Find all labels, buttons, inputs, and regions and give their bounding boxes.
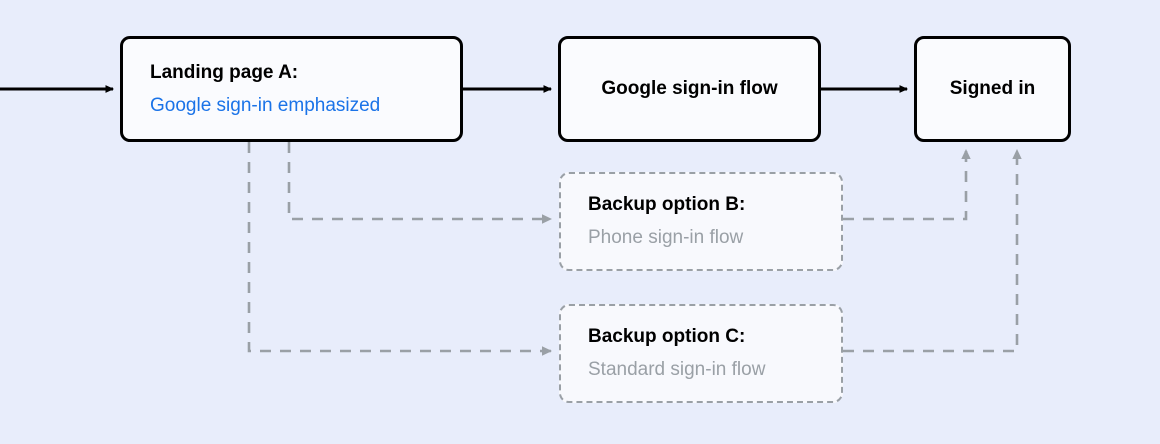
node-backup-option-b-title: Backup option B: (588, 194, 746, 216)
node-signed-in-label: Signed in (949, 78, 1036, 99)
node-google-sign-in-flow-label: Google sign-in flow (601, 78, 778, 99)
node-landing-page-a-title: Landing page A: (150, 61, 299, 83)
edge-backup-b-to-signed-in (843, 149, 971, 221)
node-signed-in[interactable]: Signed in (914, 36, 1071, 142)
node-landing-page-a[interactable]: Landing page A: Google sign-in emphasize… (120, 36, 463, 142)
edge-landing-a-to-backup-b (287, 142, 552, 224)
node-backup-option-b[interactable]: Backup option B: Phone sign-in flow (559, 172, 843, 271)
node-landing-page-a-subtitle: Google sign-in emphasized (150, 94, 381, 116)
edge-landing-a-to-backup-c (247, 142, 552, 356)
node-google-sign-in-flow[interactable]: Google sign-in flow (558, 36, 821, 142)
node-backup-option-c[interactable]: Backup option C: Standard sign-in flow (559, 304, 843, 403)
node-backup-option-b-subtitle: Phone sign-in flow (588, 227, 744, 248)
node-backup-option-c-title: Backup option C: (588, 326, 746, 348)
node-backup-option-c-subtitle: Standard sign-in flow (588, 359, 766, 380)
edge-backup-c-to-signed-in (843, 149, 1022, 353)
